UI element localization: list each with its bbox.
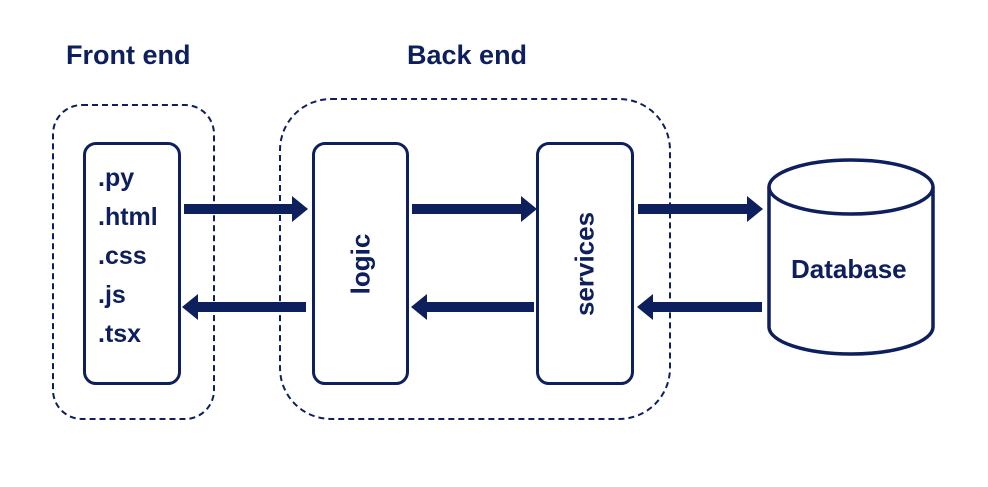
arrow-logic-to-services <box>412 196 537 222</box>
backend-group <box>279 98 671 420</box>
database-label: Database <box>791 254 907 284</box>
file-item-py: .py <box>98 164 135 192</box>
frontend-title: Front end <box>66 40 191 70</box>
frontend-group <box>52 104 215 420</box>
frontend-files-box: .py .html .css .js .tsx <box>83 142 181 385</box>
logic-box: logic <box>312 142 409 385</box>
arrow-database-to-services <box>637 294 762 320</box>
file-item-css: .css <box>98 242 147 270</box>
backend-title: Back end <box>407 40 528 70</box>
arrow-services-to-logic <box>411 294 534 320</box>
file-item-tsx: .tsx <box>98 320 142 348</box>
services-box: services <box>536 142 634 385</box>
file-list: .py .html .css .js .tsx <box>98 159 158 354</box>
arrow-services-to-database <box>638 196 763 222</box>
file-item-html: .html <box>98 203 158 231</box>
database-icon <box>767 158 935 356</box>
file-item-js: .js <box>98 281 126 309</box>
arrow-logic-to-frontend <box>182 294 306 320</box>
arrow-frontend-to-logic <box>184 196 308 222</box>
